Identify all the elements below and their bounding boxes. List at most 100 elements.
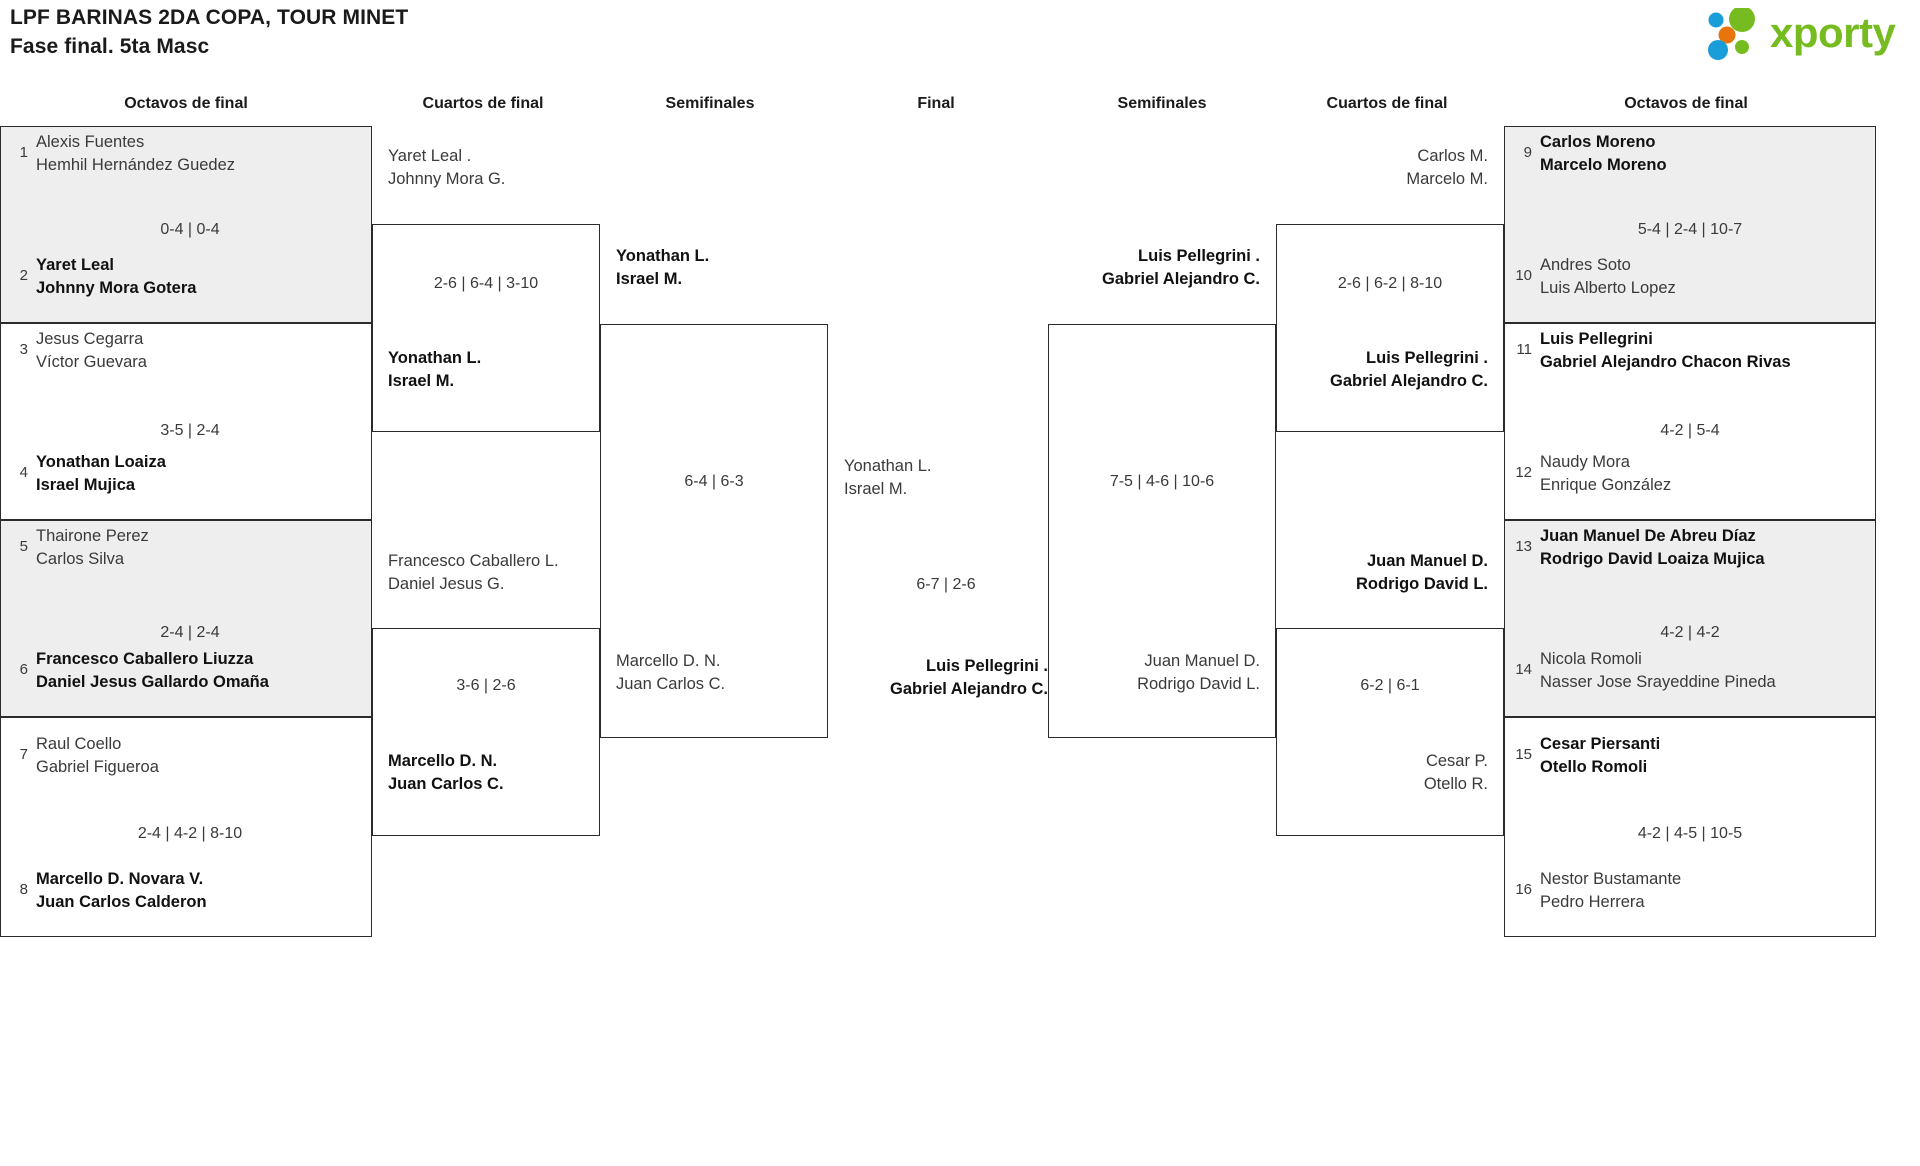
player-names: Andres Soto Luis Alberto Lopez bbox=[1532, 254, 1676, 300]
match-box-rq2[interactable] bbox=[1276, 628, 1504, 836]
player-name-1: Yaret Leal . bbox=[388, 147, 472, 165]
player-name-1: Nicola Romoli bbox=[1540, 650, 1642, 668]
player-pair-4[interactable]: 4 Yonathan Loaiza Israel Mujica bbox=[6, 451, 366, 497]
player-name-2: Luis Alberto Lopez bbox=[1540, 279, 1676, 297]
player-name-1: Yaret Leal bbox=[36, 256, 114, 274]
match-box-l3[interactable] bbox=[0, 520, 372, 717]
player-pair-9[interactable]: 9 Carlos Moreno Marcelo Moreno bbox=[1510, 131, 1870, 177]
seed-number: 2 bbox=[19, 267, 28, 284]
match-score-lq2: 3-6 | 2-6 bbox=[456, 677, 516, 694]
player-names: Marcello D. Novara V. Juan Carlos Calder… bbox=[28, 868, 207, 914]
player-names: Carlos Moreno Marcelo Moreno bbox=[1532, 131, 1667, 177]
xporty-logo[interactable]: xporty bbox=[1706, 6, 1906, 62]
match-score-final: 6-7 | 2-6 bbox=[916, 576, 976, 593]
match-box-rq1[interactable] bbox=[1276, 224, 1504, 432]
page-header: LPF BARINAS 2DA COPA, TOUR MINET Fase fi… bbox=[0, 0, 1920, 72]
match-box-ls1[interactable] bbox=[600, 324, 828, 738]
player-pair-lq2b[interactable]: Marcello D. N. Juan Carlos C. bbox=[380, 750, 600, 796]
match-score-l4: 2-4 | 4-2 | 8-10 bbox=[137, 825, 243, 842]
player-pair-rq1a[interactable]: Carlos M. Marcelo M. bbox=[1276, 145, 1496, 191]
round-label-final: Final bbox=[917, 95, 955, 112]
match-score-r3: 4-2 | 4-2 bbox=[1660, 624, 1720, 641]
player-pair-ls1b[interactable]: Marcello D. N. Juan Carlos C. bbox=[608, 650, 828, 696]
player-pair-lq1a[interactable]: Yaret Leal . Johnny Mora G. bbox=[380, 145, 600, 191]
player-pair-15[interactable]: 15 Cesar Piersanti Otello Romoli bbox=[1510, 733, 1870, 779]
seed-number: 6 bbox=[19, 661, 28, 678]
match-box-lq2[interactable] bbox=[372, 628, 600, 836]
player-pair-3[interactable]: 3 Jesus Cegarra Víctor Guevara bbox=[6, 328, 366, 374]
match-box-rs1[interactable] bbox=[1048, 324, 1276, 738]
player-pair-lq2a[interactable]: Francesco Caballero L. Daniel Jesus G. bbox=[380, 550, 600, 596]
player-pair-rq2b[interactable]: Cesar P. Otello R. bbox=[1276, 750, 1496, 796]
round-header-row: Octavos de final Cuartos de final Semifi… bbox=[0, 95, 1920, 123]
match-box-r3[interactable] bbox=[1504, 520, 1876, 717]
player-names: Francesco Caballero L. Daniel Jesus G. bbox=[380, 550, 559, 596]
player-name-2: Rodrigo David L. bbox=[1137, 675, 1260, 693]
player-pair-16[interactable]: 16 Nestor Bustamante Pedro Herrera bbox=[1510, 868, 1870, 914]
match-score-lq1: 2-6 | 6-4 | 3-10 bbox=[433, 275, 539, 292]
player-pair-13[interactable]: 13 Juan Manuel De Abreu Díaz Rodrigo Dav… bbox=[1510, 525, 1870, 571]
xporty-logo-text: xporty bbox=[1770, 9, 1896, 56]
player-pair-lq1b[interactable]: Yonathan L. Israel M. bbox=[380, 347, 600, 393]
player-name-2: Juan Carlos C. bbox=[388, 775, 504, 793]
player-pair-5[interactable]: 5 Thairone Perez Carlos Silva bbox=[6, 525, 366, 571]
match-box-l2[interactable] bbox=[0, 323, 372, 520]
seed-number: 7 bbox=[19, 746, 28, 763]
player-pair-rs1a[interactable]: Luis Pellegrini . Gabriel Alejandro C. bbox=[1048, 245, 1268, 291]
player-name-1: Luis Pellegrini . bbox=[926, 657, 1048, 675]
player-names: Marcello D. N. Juan Carlos C. bbox=[380, 750, 504, 796]
player-name-2: Pedro Herrera bbox=[1540, 893, 1645, 911]
player-names: Juan Manuel D. Rodrigo David L. bbox=[1356, 550, 1496, 596]
player-name-1: Francesco Caballero Liuzza bbox=[36, 650, 254, 668]
player-names: Raul Coello Gabriel Figueroa bbox=[28, 733, 159, 779]
match-box-l4[interactable] bbox=[0, 717, 372, 937]
player-name-2: Hemhil Hernández Guedez bbox=[36, 156, 236, 174]
player-name-1: Luis Pellegrini bbox=[1540, 330, 1653, 348]
player-name-2: Rodrigo David L. bbox=[1356, 575, 1488, 593]
tournament-subtitle: Fase final. 5ta Masc bbox=[10, 35, 210, 58]
player-pair-rs1b[interactable]: Juan Manuel D. Rodrigo David L. bbox=[1048, 650, 1268, 696]
match-box-r4[interactable] bbox=[1504, 717, 1876, 937]
match-box-lq1[interactable] bbox=[372, 224, 600, 432]
player-pair-1[interactable]: 1 Alexis Fuentes Hemhil Hernández Guedez bbox=[6, 131, 366, 177]
match-box-r1[interactable] bbox=[1504, 126, 1876, 323]
player-name-1: Andres Soto bbox=[1540, 256, 1631, 274]
player-pair-8[interactable]: 8 Marcello D. Novara V. Juan Carlos Cald… bbox=[6, 868, 366, 914]
player-name-1: Juan Manuel D. bbox=[1366, 552, 1488, 570]
player-pair-10[interactable]: 10 Andres Soto Luis Alberto Lopez bbox=[1510, 254, 1870, 300]
player-name-2: Marcelo Moreno bbox=[1540, 156, 1667, 174]
player-name-1: Jesus Cegarra bbox=[36, 330, 144, 348]
player-name-2: Israel M. bbox=[844, 480, 908, 498]
player-pair-14[interactable]: 14 Nicola Romoli Nasser Jose Srayeddine … bbox=[1510, 648, 1870, 694]
player-pair-finalist-right[interactable]: Luis Pellegrini . Gabriel Alejandro C. bbox=[836, 655, 1056, 701]
match-score-rq1: 2-6 | 6-2 | 8-10 bbox=[1337, 275, 1443, 292]
player-names: Yonathan L. Israel M. bbox=[608, 245, 709, 291]
match-score-r1: 5-4 | 2-4 | 10-7 bbox=[1637, 221, 1743, 238]
seed-number: 4 bbox=[19, 464, 28, 481]
player-names: Yaret Leal Johnny Mora Gotera bbox=[28, 254, 196, 300]
match-score-l3: 2-4 | 2-4 bbox=[160, 624, 220, 641]
player-pair-2[interactable]: 2 Yaret Leal Johnny Mora Gotera bbox=[6, 254, 366, 300]
round-label-semis-left: Semifinales bbox=[665, 95, 755, 112]
player-name-2: Víctor Guevara bbox=[36, 353, 147, 371]
player-pair-6[interactable]: 6 Francesco Caballero Liuzza Daniel Jesu… bbox=[6, 648, 366, 694]
match-box-r2[interactable] bbox=[1504, 323, 1876, 520]
title-block: LPF BARINAS 2DA COPA, TOUR MINET Fase fi… bbox=[10, 3, 408, 61]
player-name-2: Israel Mujica bbox=[36, 476, 136, 494]
player-pair-rq1b[interactable]: Luis Pellegrini . Gabriel Alejandro C. bbox=[1276, 347, 1496, 393]
seed-number: 15 bbox=[1515, 746, 1532, 763]
seed-number: 3 bbox=[19, 341, 28, 358]
match-box-l1[interactable] bbox=[0, 126, 372, 323]
player-name-1: Yonathan L. bbox=[616, 247, 710, 265]
player-pair-7[interactable]: 7 Raul Coello Gabriel Figueroa bbox=[6, 733, 366, 779]
player-pair-ls1a[interactable]: Yonathan L. Israel M. bbox=[608, 245, 828, 291]
player-pair-12[interactable]: 12 Naudy Mora Enrique González bbox=[1510, 451, 1870, 497]
player-pair-rq2a[interactable]: Juan Manuel D. Rodrigo David L. bbox=[1276, 550, 1496, 596]
player-pair-finalist-left[interactable]: Yonathan L. Israel M. bbox=[836, 455, 1056, 501]
match-score-rs1: 7-5 | 4-6 | 10-6 bbox=[1109, 473, 1215, 490]
player-name-1: Carlos M. bbox=[1417, 147, 1488, 165]
player-pair-11[interactable]: 11 Luis Pellegrini Gabriel Alejandro Cha… bbox=[1510, 328, 1870, 374]
player-names: Luis Pellegrini . Gabriel Alejandro C. bbox=[1330, 347, 1496, 393]
player-names: Francesco Caballero Liuzza Daniel Jesus … bbox=[28, 648, 269, 694]
